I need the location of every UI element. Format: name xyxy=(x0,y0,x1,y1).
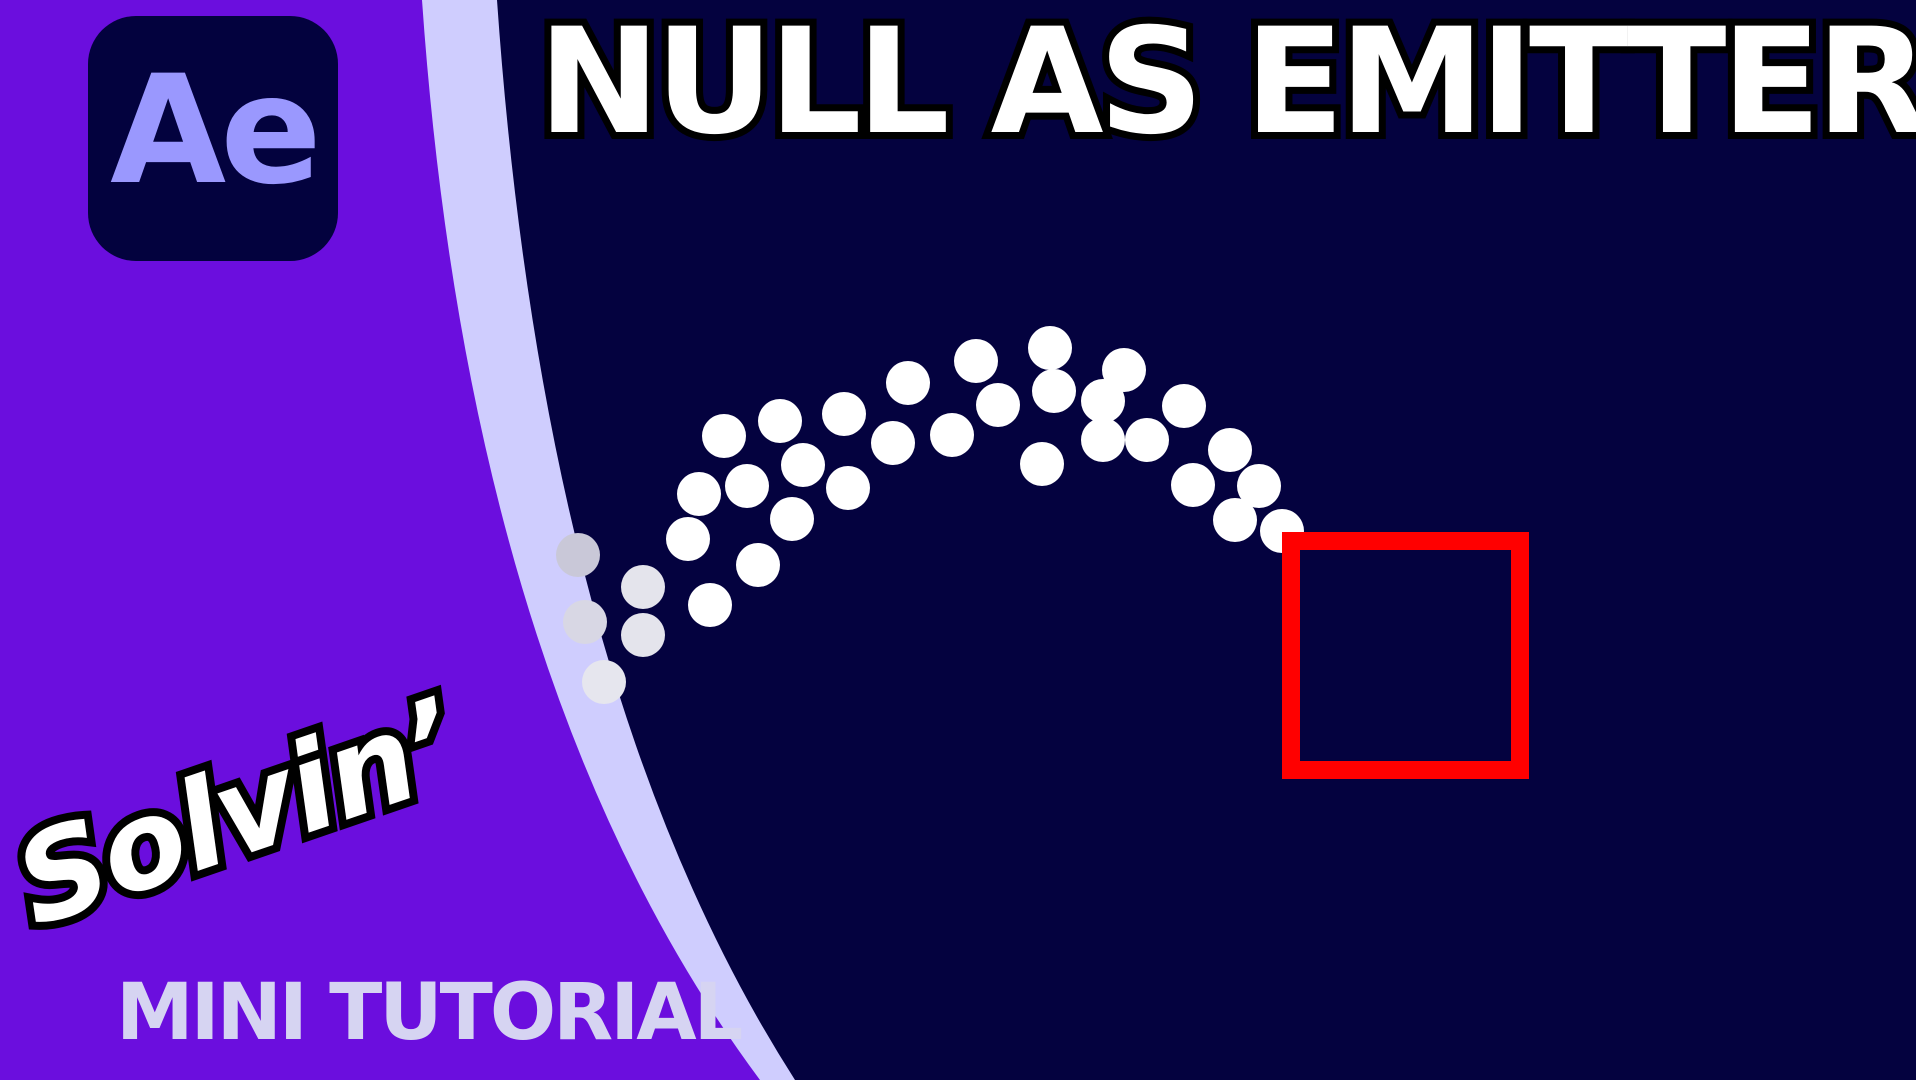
particle xyxy=(563,600,607,644)
logo-text: Ae xyxy=(110,44,322,218)
particle xyxy=(688,583,732,627)
subtitle: MINI TUTORIAL xyxy=(116,968,743,1058)
particle xyxy=(582,660,626,704)
particle xyxy=(976,383,1020,427)
particle xyxy=(770,497,814,541)
particle xyxy=(1171,463,1215,507)
particle xyxy=(1237,464,1281,508)
particle xyxy=(1213,498,1257,542)
particle xyxy=(1032,369,1076,413)
particle xyxy=(621,613,665,657)
after-effects-icon: Ae xyxy=(88,16,338,261)
particle xyxy=(677,472,721,516)
particle xyxy=(1028,326,1072,370)
particle xyxy=(954,339,998,383)
left-panel xyxy=(0,0,760,1080)
page-title: NULL AS EMITTER xyxy=(531,0,1916,169)
particle xyxy=(702,414,746,458)
particle xyxy=(781,443,825,487)
particle xyxy=(871,421,915,465)
particle xyxy=(556,533,600,577)
particle xyxy=(822,392,866,436)
particle xyxy=(1125,418,1169,462)
particle xyxy=(930,413,974,457)
particle xyxy=(758,399,802,443)
particle xyxy=(1081,418,1125,462)
particle xyxy=(1081,379,1125,423)
particle-stream xyxy=(556,326,1304,704)
particle xyxy=(736,543,780,587)
particle xyxy=(666,517,710,561)
particle xyxy=(1020,442,1064,486)
null-object-icon[interactable] xyxy=(1282,532,1529,779)
particle xyxy=(1208,428,1252,472)
particle xyxy=(1162,384,1206,428)
particle xyxy=(826,466,870,510)
particle xyxy=(1102,348,1146,392)
particle xyxy=(886,361,930,405)
particle xyxy=(621,565,665,609)
particle xyxy=(725,464,769,508)
